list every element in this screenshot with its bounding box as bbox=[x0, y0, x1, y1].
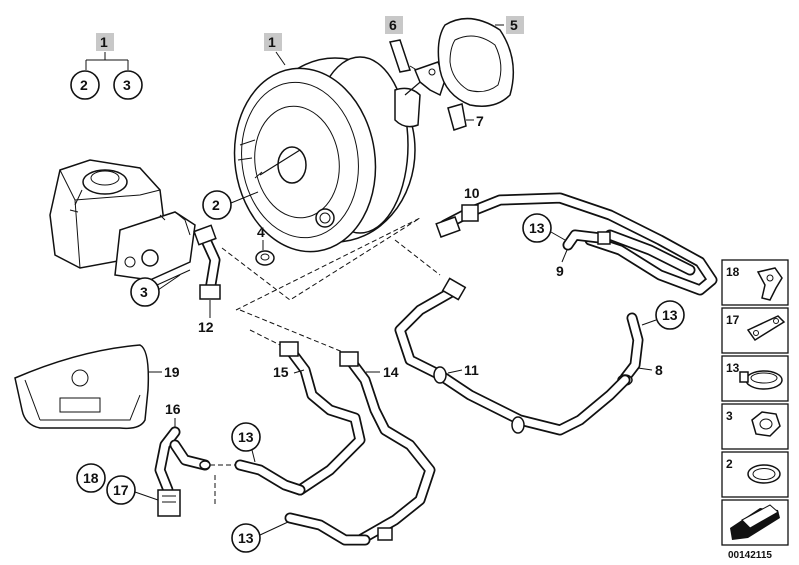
vacuum-pipe-12: 12 bbox=[193, 224, 221, 335]
hose-13-lower-d: 13 bbox=[231, 512, 371, 553]
callout-18: 18 bbox=[83, 470, 99, 486]
hex-nut-icon bbox=[751, 411, 781, 437]
clip-7: 7 bbox=[447, 103, 484, 131]
legend-number-18: 18 bbox=[726, 265, 740, 279]
callout-4: 4 bbox=[257, 224, 265, 240]
callout-11: 11 bbox=[464, 362, 479, 378]
callout-16: 16 bbox=[165, 401, 181, 417]
callout-2-main: 2 bbox=[212, 197, 220, 213]
vacuum-line-11: 11 bbox=[394, 277, 631, 436]
group-callout-1: 1 2 3 bbox=[70, 33, 143, 100]
brake-fluid-reservoir bbox=[49, 159, 196, 281]
callout-9: 9 bbox=[556, 263, 564, 279]
legend-number-13: 13 bbox=[726, 361, 740, 375]
grommet-4: 4 bbox=[255, 224, 275, 266]
callout-1-booster: 1 bbox=[268, 34, 276, 50]
callout-15: 15 bbox=[273, 364, 289, 380]
callout-12: 12 bbox=[198, 319, 214, 335]
callout-10: 10 bbox=[464, 185, 480, 201]
vacuum-line-14: 14 bbox=[339, 351, 436, 546]
vacuum-line-10: 10 bbox=[435, 185, 718, 296]
bracket-icon bbox=[746, 315, 786, 342]
hose-segment-9: 13 9 bbox=[522, 213, 611, 279]
sensor-pipe-16: 16 bbox=[154, 401, 235, 517]
bracket-part bbox=[414, 61, 446, 97]
hose-13-lower-c: 13 bbox=[231, 422, 306, 496]
brake-booster bbox=[233, 56, 433, 253]
callout-19: 19 bbox=[164, 364, 180, 380]
callout-13-c: 13 bbox=[238, 429, 254, 445]
callout-7: 7 bbox=[476, 113, 484, 129]
arrow-icon bbox=[730, 504, 780, 540]
callout-5: 5 bbox=[510, 17, 518, 33]
clip-icon bbox=[756, 267, 783, 301]
pin-6: 6 bbox=[385, 16, 421, 73]
callout-3-main: 3 bbox=[140, 284, 148, 300]
callout-13-a: 13 bbox=[529, 220, 545, 236]
diagram-code: 00142115 bbox=[728, 550, 772, 561]
o-ring-icon bbox=[747, 464, 781, 484]
callout-17: 17 bbox=[113, 482, 129, 498]
callout-6: 6 bbox=[389, 17, 397, 33]
cover-19: 19 bbox=[14, 344, 180, 430]
callout-2-top: 2 bbox=[80, 77, 88, 93]
hose-8: 13 8 bbox=[617, 300, 685, 386]
callout-13-d: 13 bbox=[238, 530, 254, 546]
legend-number-2: 2 bbox=[726, 457, 733, 471]
callout-1-top: 1 bbox=[100, 34, 108, 50]
gasket-5: 5 bbox=[437, 16, 524, 107]
callout-3-top: 3 bbox=[123, 77, 131, 93]
callout-13-b: 13 bbox=[662, 307, 678, 323]
callout-8: 8 bbox=[655, 362, 663, 378]
callout-14: 14 bbox=[383, 364, 399, 380]
hose-clamp-icon bbox=[739, 370, 783, 390]
legend-panel: 18 17 13 3 2 bbox=[721, 259, 789, 561]
legend-number-17: 17 bbox=[726, 313, 740, 327]
vacuum-line-15: 15 bbox=[273, 341, 366, 496]
legend-number-3: 3 bbox=[726, 409, 733, 423]
